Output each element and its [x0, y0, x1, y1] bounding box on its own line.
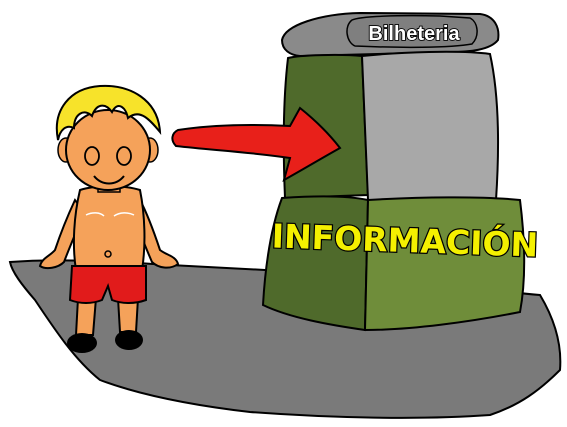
booth-front-panel: [363, 196, 526, 332]
sign-label: Bilheteria: [368, 23, 460, 45]
child-left-arm: [38, 198, 86, 270]
arrow-right-icon: [171, 106, 342, 183]
child-shorts: [68, 265, 147, 304]
information-label: INFORMACIÓN: [271, 215, 539, 264]
child-right-shoe: [115, 330, 143, 350]
child-figure: [38, 84, 180, 353]
child-navel: [104, 250, 112, 258]
child-left-eye: [84, 146, 100, 166]
child-hair: [55, 84, 162, 141]
child-right-eye: [116, 146, 132, 166]
booth-lower-left-panel: [261, 195, 370, 332]
booth-window: [360, 50, 499, 203]
child-chest-lines: [85, 212, 135, 217]
child-head: [65, 109, 151, 191]
child-left-shoe: [67, 333, 97, 353]
ticket-booth: Bilheteria INFORMACIÓN: [261, 11, 540, 332]
sign-plate: [346, 14, 478, 49]
child-mouth: [93, 175, 125, 185]
